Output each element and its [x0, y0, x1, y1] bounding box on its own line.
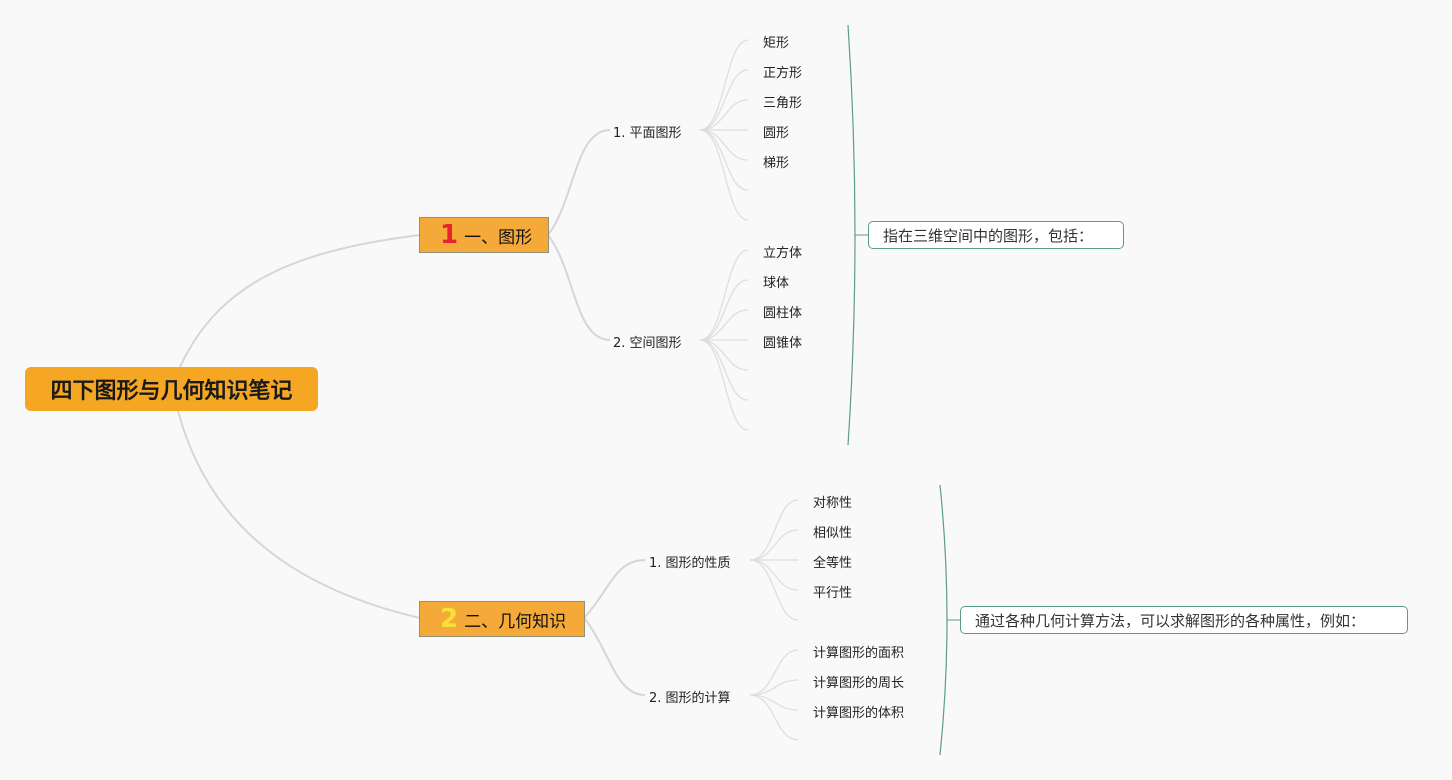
- subtopic-2-2[interactable]: 2. 图形的计算: [649, 691, 731, 706]
- leaf-item[interactable]: 梯形: [763, 156, 790, 171]
- leaf-item[interactable]: 三角形: [763, 96, 803, 111]
- leaf-item[interactable]: 球体: [763, 276, 790, 291]
- leaf-item[interactable]: 正方形: [763, 66, 803, 81]
- branch-topic-1[interactable]: 1 一、图形: [419, 217, 549, 253]
- link-root-branch1: [179, 234, 421, 368]
- leaf-item[interactable]: 对称性: [813, 496, 853, 511]
- leaf-item[interactable]: 平行性: [813, 586, 853, 601]
- leaf-item[interactable]: 圆锥体: [763, 336, 803, 351]
- leaf-item[interactable]: 圆形: [763, 126, 790, 141]
- link-branch2-sub2: [583, 617, 646, 696]
- leaf-item[interactable]: 计算图形的体积: [813, 706, 905, 721]
- leaf-item[interactable]: 立方体: [763, 246, 803, 261]
- link-branch1-sub1: [547, 129, 611, 236]
- link-branch2-sub1: [583, 559, 646, 619]
- summary-bracket-2: [939, 484, 948, 756]
- leaf-item[interactable]: 全等性: [813, 556, 853, 571]
- branch-title-1: 一、图形: [464, 227, 533, 248]
- leaf-item[interactable]: 计算图形的周长: [813, 676, 905, 691]
- summary-bracket-1: [847, 24, 856, 446]
- number-badge-1: 1: [440, 220, 459, 250]
- leaf-item[interactable]: 矩形: [763, 36, 790, 51]
- summary-note-2[interactable]: 通过各种几何计算方法，可以求解图形的各种属性，例如：: [960, 606, 1408, 634]
- leaf-item[interactable]: 圆柱体: [763, 306, 803, 321]
- subtopic-2-1[interactable]: 1. 图形的性质: [649, 556, 731, 571]
- summary-note-1[interactable]: 指在三维空间中的图形，包括：: [868, 221, 1124, 249]
- link-branch1-sub2: [547, 234, 611, 341]
- branch-topic-2[interactable]: 2 二、几何知识: [419, 601, 585, 637]
- link-root-branch2: [177, 410, 421, 619]
- subtopic-1-2[interactable]: 2. 空间图形: [613, 336, 682, 351]
- leaf-item[interactable]: 相似性: [813, 526, 853, 541]
- branch-title-2: 二、几何知识: [464, 611, 567, 632]
- subtopic-1-1[interactable]: 1. 平面图形: [613, 126, 682, 141]
- root-topic[interactable]: 四下图形与几何知识笔记: [25, 367, 318, 411]
- leaf-item[interactable]: 计算图形的面积: [813, 646, 905, 661]
- number-badge-2: 2: [440, 604, 459, 634]
